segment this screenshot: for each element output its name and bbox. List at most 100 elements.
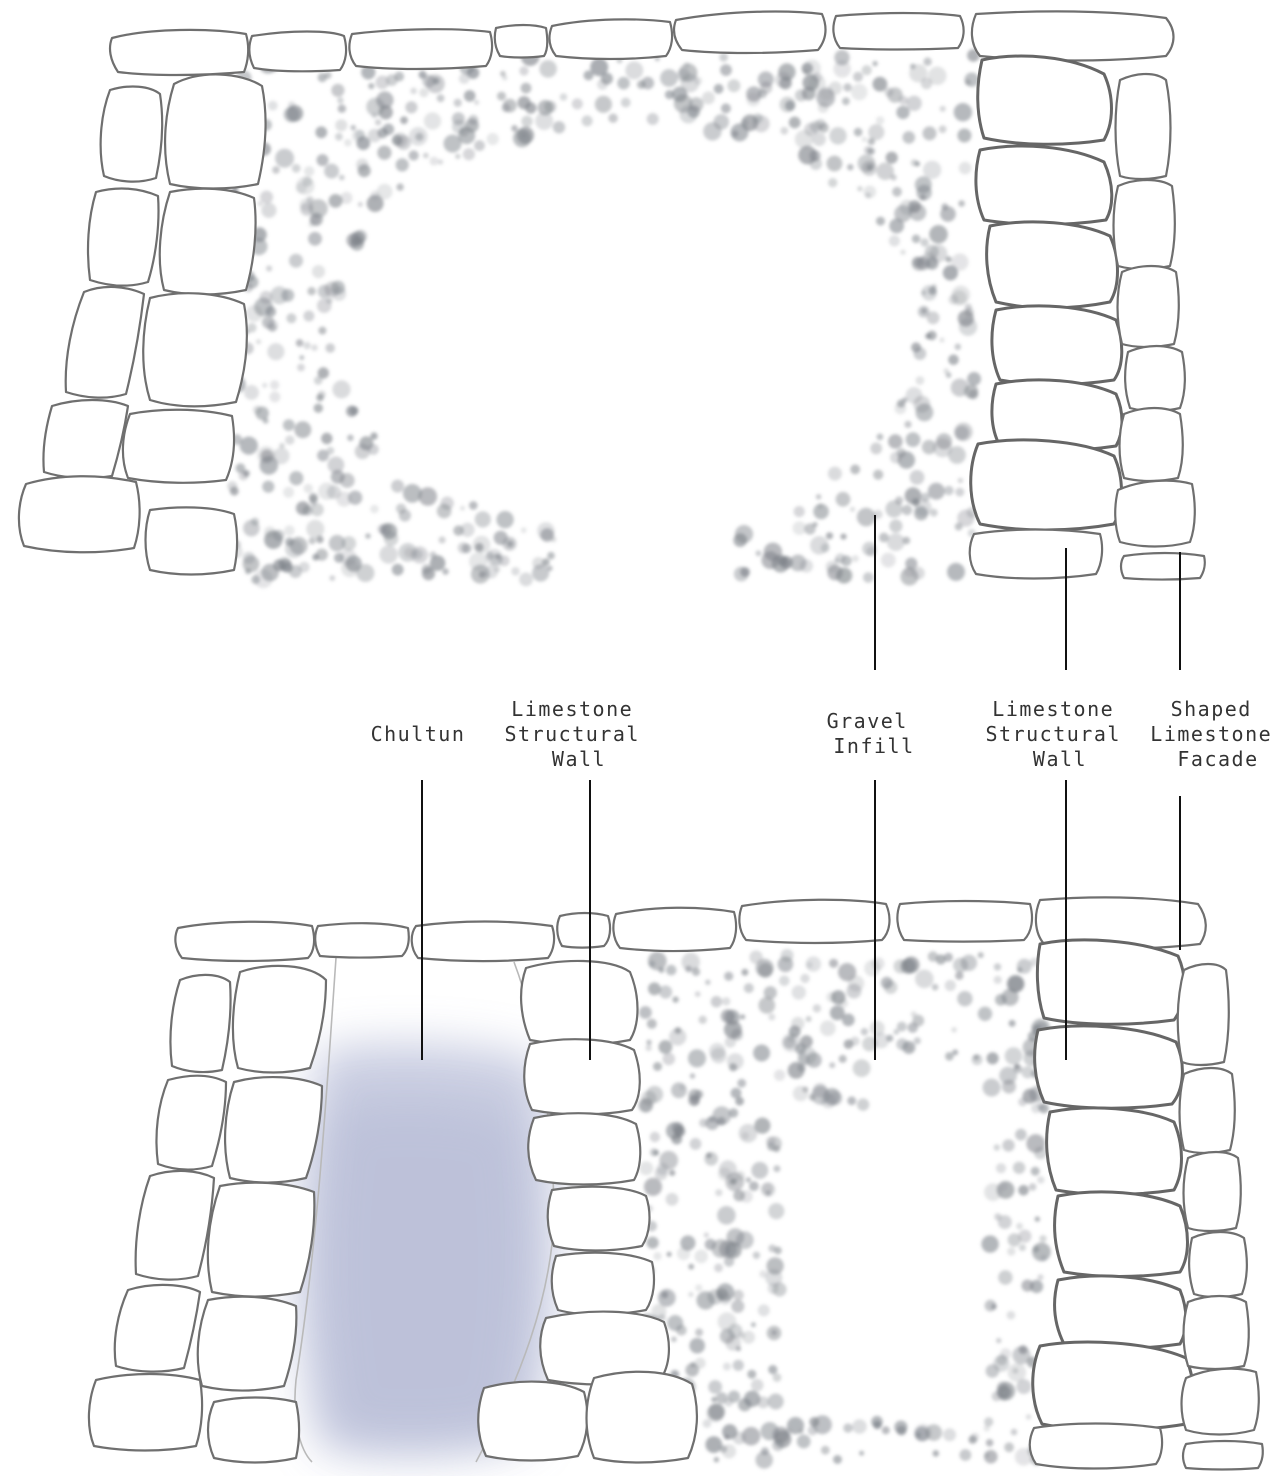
gravel-stone [617, 77, 630, 90]
gravel-stone [263, 418, 269, 424]
gravel-stone [916, 404, 934, 422]
gravel-stone [269, 391, 280, 402]
gravel-stone [871, 1416, 883, 1428]
gravel-stone [647, 113, 659, 125]
gravel-stone [671, 1337, 677, 1343]
gravel-stone [705, 1116, 719, 1130]
gravel-stone [800, 974, 809, 983]
gravel-stone [857, 186, 862, 191]
gravel-stone [310, 215, 320, 225]
gravel-stone [335, 133, 343, 141]
gravel-stone [955, 972, 963, 980]
gravel-stone [857, 1098, 869, 1110]
gravel-stone [895, 496, 903, 504]
gravel-stone [923, 58, 931, 66]
gravel-stone [346, 406, 357, 417]
gravel-stone [912, 257, 923, 268]
gravel-stone [314, 376, 323, 385]
gravel-stone [1013, 1162, 1025, 1174]
gravel-stone [932, 984, 939, 991]
gravel-stone [884, 87, 893, 96]
gravel-stone [1039, 1235, 1046, 1242]
gravel-stone [1026, 1134, 1045, 1153]
gravel-stone [804, 523, 815, 534]
gravel-stone [699, 1016, 707, 1024]
gravel-stone [268, 324, 276, 332]
gravel-stone [379, 545, 397, 563]
gravel-stone [773, 1427, 790, 1444]
gravel-stone [722, 1444, 736, 1458]
gravel-stone [773, 1373, 782, 1382]
gravel-stone [984, 1453, 989, 1458]
gravel-stone [266, 265, 272, 271]
gravel-stone [297, 364, 305, 372]
gravel-stone [311, 344, 318, 351]
gravel-stone [870, 1021, 885, 1036]
gravel-stone [751, 1162, 768, 1179]
gravel-stone [400, 116, 408, 124]
gravel-stone [953, 958, 968, 973]
gravel-stone [915, 176, 932, 193]
gravel-stone [690, 1073, 695, 1078]
gravel-stone [708, 1403, 725, 1420]
gravel-stone [747, 1370, 756, 1379]
gravel-stone [256, 339, 261, 344]
gravel-stone [303, 311, 314, 322]
gravel-stone [978, 952, 984, 958]
gravel-stone [1016, 1223, 1023, 1230]
gravel-stone [719, 53, 728, 62]
gravel-stone [500, 71, 506, 77]
gravel-stone [289, 254, 303, 268]
gravel-stone [862, 65, 872, 75]
gravel-stone [392, 564, 404, 576]
gravel-stone [284, 525, 295, 536]
gravel-stone [344, 139, 352, 147]
gravel-stone [889, 519, 902, 532]
gravel-stone [312, 554, 319, 561]
gravel-stone [939, 337, 944, 342]
gravel-stone [660, 69, 678, 87]
label-shaped-limestone-facade: Shaped Limestone Facade [1150, 697, 1285, 771]
gravel-stone [724, 1434, 729, 1439]
gravel-stone [854, 128, 863, 137]
gravel-stone [756, 959, 774, 977]
gravel-stone [658, 1289, 676, 1307]
top-right-wall-stones [970, 56, 1205, 579]
gravel-stone [473, 536, 491, 554]
gravel-stone [876, 116, 884, 124]
gravel-stone [930, 245, 948, 263]
gravel-stone [774, 1247, 782, 1255]
gravel-stone [608, 114, 617, 123]
gravel-stone [442, 568, 449, 575]
gravel-stone [918, 306, 930, 318]
gravel-stone [744, 983, 754, 993]
gravel-stone [803, 75, 819, 91]
gravel-stone [296, 339, 304, 347]
gravel-stone [292, 164, 301, 173]
gravel-stone [1014, 1064, 1020, 1070]
gravel-stone [663, 1053, 676, 1066]
gravel-stone [464, 90, 476, 102]
gravel-stone [708, 1380, 722, 1394]
bottom-right-wall-stones [1030, 940, 1263, 1470]
gravel-stone [644, 1178, 662, 1196]
gravel-stone [948, 446, 966, 464]
gravel-stone [864, 960, 880, 976]
gravel-stone [410, 88, 417, 95]
gravel-stone [789, 117, 801, 129]
gravel-stone [671, 1134, 682, 1145]
gravel-stone [881, 553, 896, 568]
gravel-stone [767, 1142, 776, 1151]
gravel-stone [283, 419, 295, 431]
gravel-stone [900, 250, 905, 255]
gravel-stone [496, 511, 513, 528]
gravel-stone [943, 1428, 956, 1441]
gravel-stone [296, 182, 307, 193]
gravel-stone [494, 531, 508, 545]
gravel-stone [926, 1424, 943, 1441]
gravel-stone [317, 450, 329, 462]
gravel-stone [824, 1088, 841, 1105]
gravel-stone [852, 555, 859, 562]
gravel-stone [753, 1252, 760, 1259]
gravel-stone [868, 124, 884, 140]
